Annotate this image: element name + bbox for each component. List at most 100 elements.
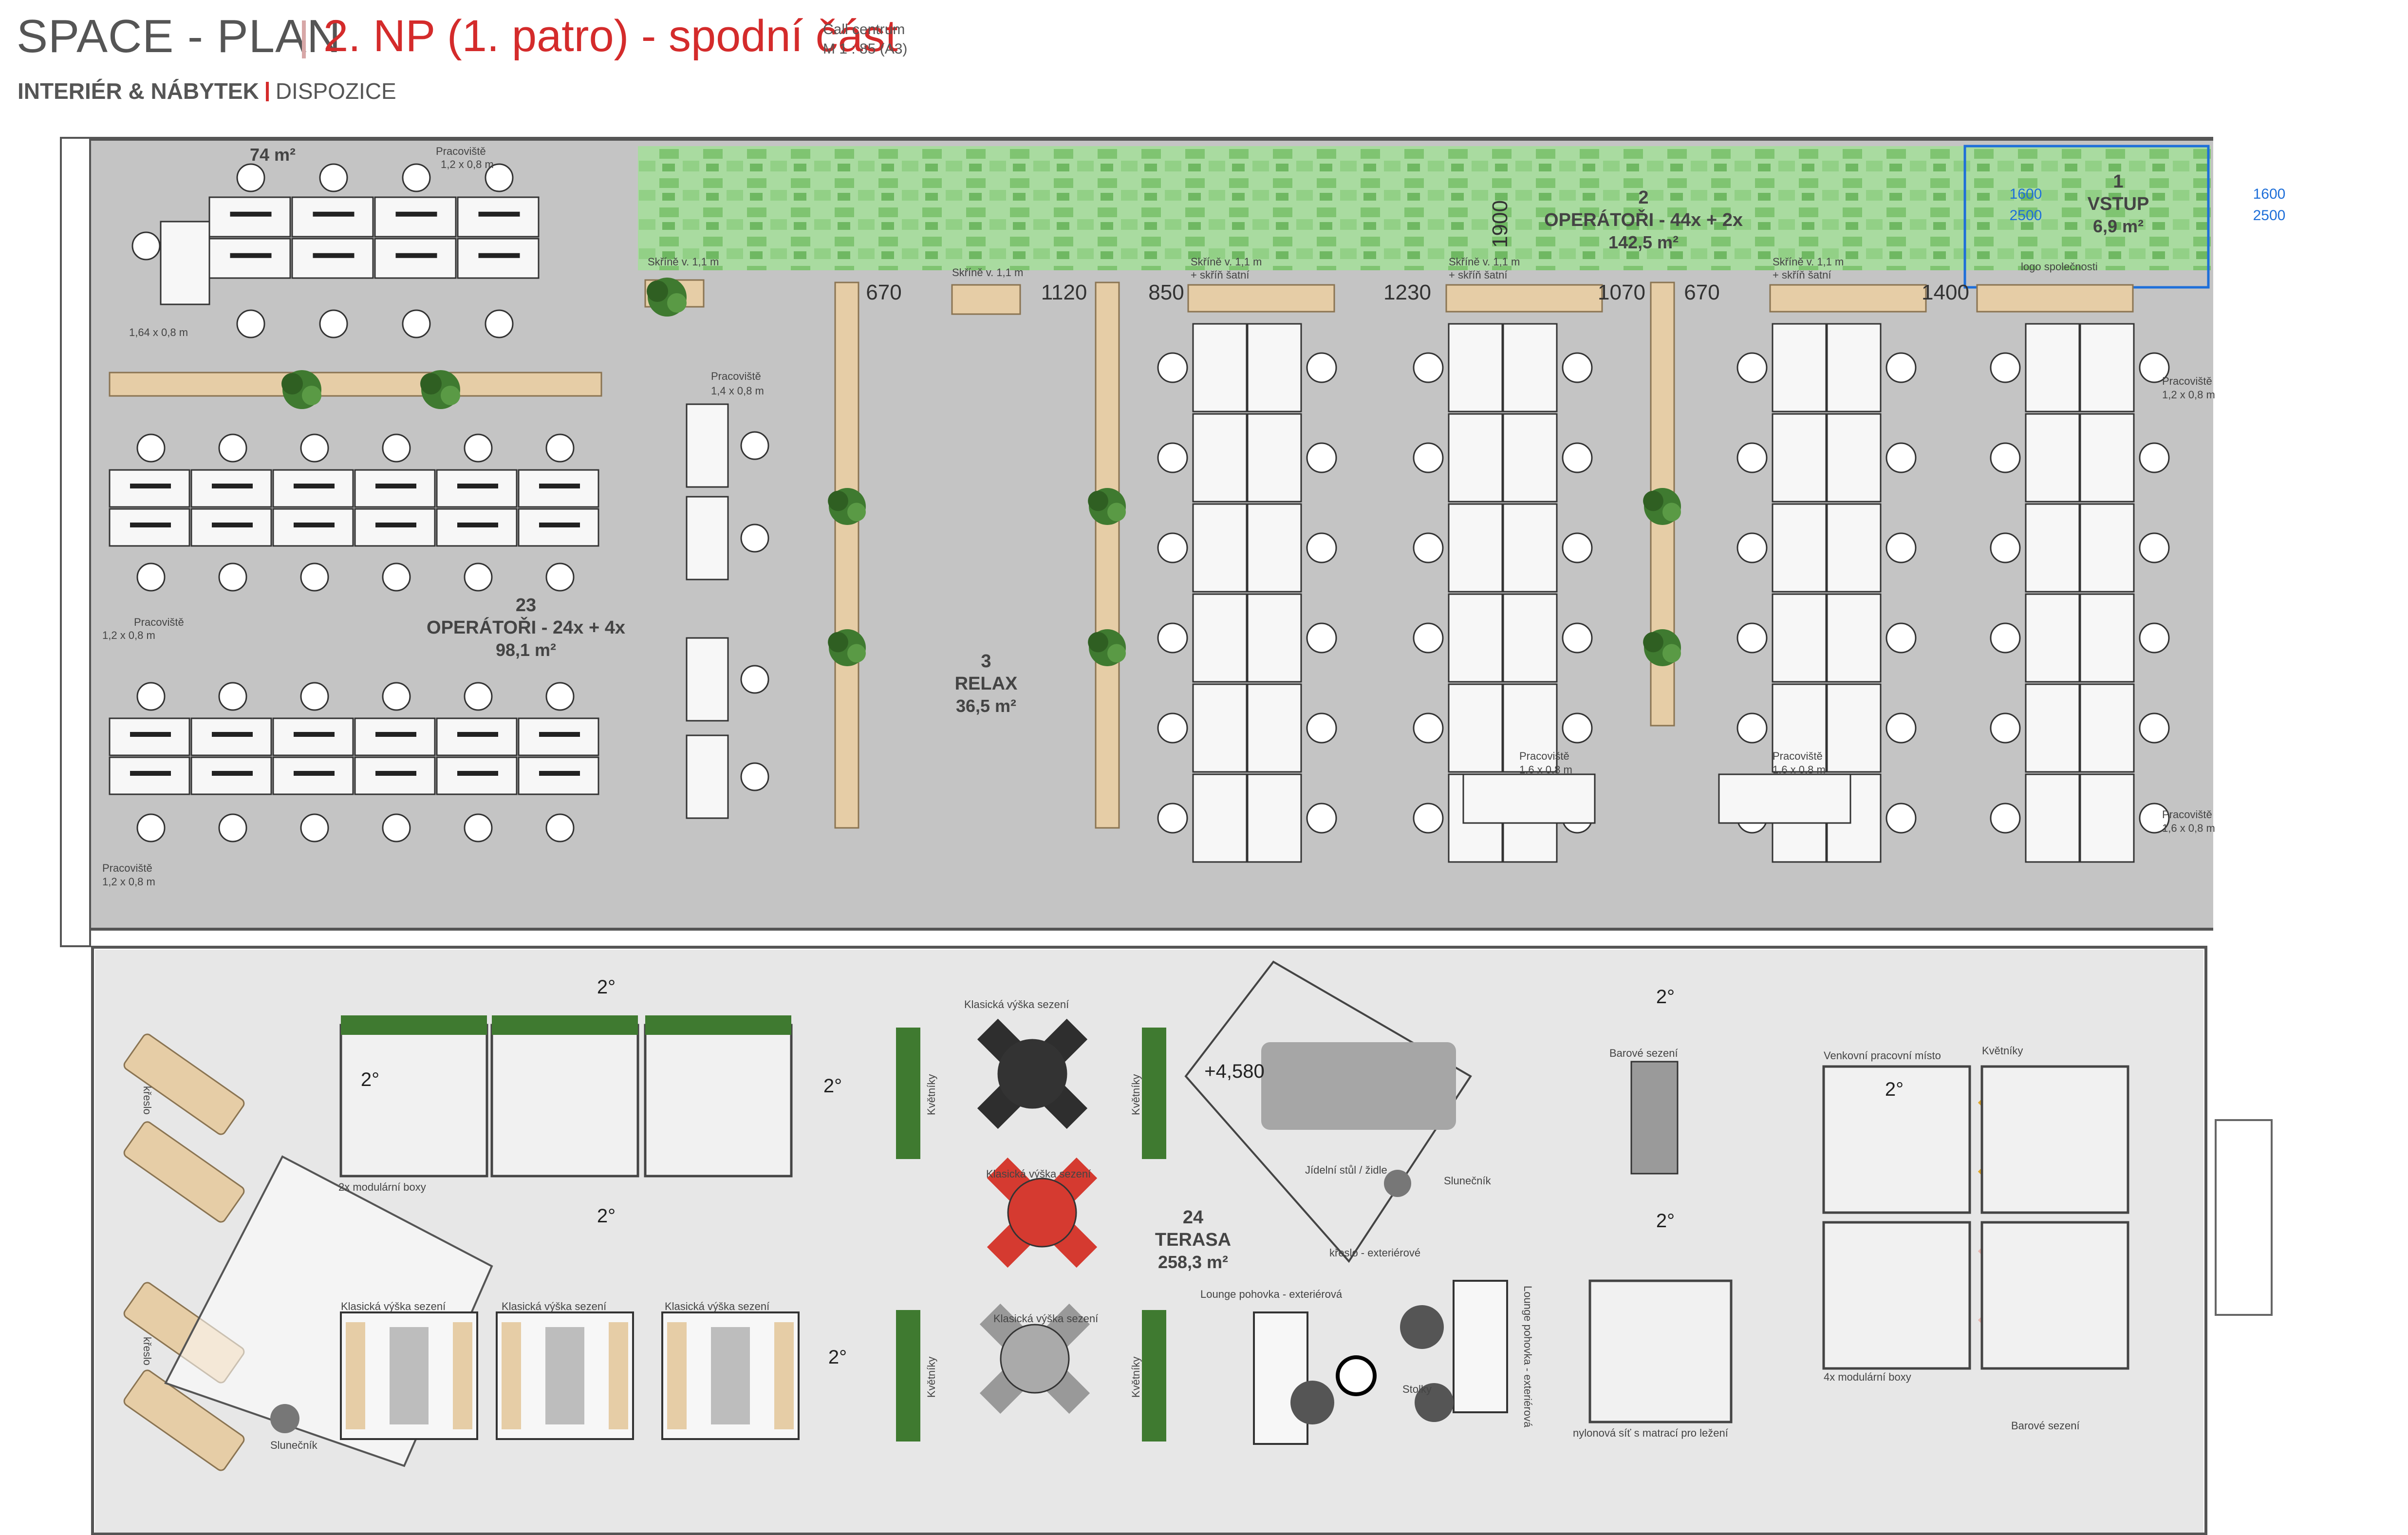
- plan-note-scale: M 1 : 85 (A3): [823, 41, 908, 57]
- plan-title: SPACE - PLAN: [17, 10, 341, 62]
- office-chair: [1990, 622, 2021, 654]
- plant-leaf: [281, 373, 303, 394]
- workstation-desk: [374, 196, 457, 238]
- monitor: [478, 211, 520, 217]
- workstation-desk: [1826, 683, 1882, 773]
- office-chair: [1306, 803, 1337, 834]
- workstation-desk: [374, 238, 457, 279]
- office-chair: [382, 562, 411, 592]
- monitor: [395, 253, 437, 258]
- plant-icon: [1643, 488, 1681, 525]
- pergola-outline: [1184, 960, 1472, 1263]
- office-chair: [1990, 803, 2021, 834]
- planter-strip: [341, 1015, 487, 1035]
- dimension-label: 1230: [1383, 281, 1431, 304]
- workstation-desk: [686, 637, 729, 722]
- monitor: [539, 732, 580, 737]
- bar-seating-label: Barové sezení: [2011, 1420, 2080, 1432]
- plant-leaf: [847, 503, 866, 522]
- modular-box: [490, 1024, 639, 1178]
- booth-bench: [346, 1322, 365, 1429]
- office-chair: [300, 433, 329, 463]
- monitor: [230, 253, 272, 258]
- workstation-desk: [291, 196, 374, 238]
- cabinet-block: [1445, 284, 1603, 313]
- cabinet-label: + skříň šatní: [1191, 269, 1249, 281]
- room-number: 2: [1638, 187, 1648, 208]
- bistro-set: [987, 1157, 1098, 1268]
- workstation-desk: [1826, 593, 1882, 683]
- booth-bench: [609, 1322, 628, 1429]
- outdoor-ws-label: Venkovní pracovní místo: [1824, 1049, 1941, 1062]
- workstation-desk: [190, 508, 272, 547]
- workstation-desk: [1448, 413, 1503, 503]
- office-chair: [1157, 712, 1188, 744]
- workstation-size: 1,4 x 0,8 m: [711, 385, 764, 397]
- workstation-desk: [2079, 503, 2135, 593]
- side-table: [1415, 1383, 1454, 1422]
- workstation-label: Pracoviště: [2162, 375, 2212, 387]
- slope-label: 2°: [1656, 986, 1675, 1008]
- monitor: [457, 771, 498, 776]
- monitor: [375, 732, 416, 737]
- monitor: [212, 732, 253, 737]
- armchair-label: křeslo - exteriérové: [1329, 1247, 1420, 1259]
- cabinet-label: + skříň šatní: [1449, 269, 1507, 281]
- monitor: [375, 484, 416, 488]
- monitor: [130, 523, 171, 527]
- workstation-desk: [457, 238, 540, 279]
- monitor: [375, 523, 416, 527]
- office-chair: [464, 813, 493, 842]
- plant-icon: [828, 488, 866, 525]
- dimension-label: 2500: [2010, 207, 2042, 224]
- office-chair: [1306, 622, 1337, 654]
- cabinet-label: Skříně v. 1,1 m: [648, 256, 719, 268]
- monitor: [230, 211, 272, 217]
- office-chair: [218, 433, 247, 463]
- room-name: TERASA: [1155, 1230, 1231, 1250]
- plant-icon: [1643, 629, 1681, 666]
- workstation-desk: [1247, 683, 1302, 773]
- office-chair: [1306, 442, 1337, 473]
- office-chair: [1562, 352, 1593, 383]
- wood-partition: [834, 281, 859, 829]
- category-rest: DISPOZICE: [275, 78, 396, 104]
- lounger-body: [123, 1121, 245, 1223]
- workstation-desk: [1192, 503, 1248, 593]
- office-chair: [1157, 803, 1188, 834]
- sun-lounger: [123, 1033, 245, 1135]
- bistro-set: [977, 1018, 1088, 1129]
- room-area: 6,9 m²: [2093, 216, 2144, 236]
- room-area: 36,5 m²: [956, 696, 1016, 716]
- room-area: 98,1 m²: [496, 640, 556, 660]
- booth-table: [545, 1327, 584, 1424]
- workstation-desk: [1192, 773, 1248, 863]
- office-chair: [2139, 442, 2170, 473]
- planter-strip: [492, 1015, 638, 1035]
- monitor: [539, 484, 580, 488]
- plant-leaf: [1643, 490, 1663, 511]
- dimension-label: 670: [866, 281, 901, 304]
- room-number: 23: [516, 595, 536, 616]
- office-chair: [1157, 442, 1188, 473]
- plant-leaf: [1662, 503, 1681, 522]
- plant-icon: [281, 370, 321, 409]
- seating-label: Klasická výška sezení: [341, 1300, 446, 1312]
- room-number: 24: [1183, 1207, 1203, 1228]
- room-name: OPERÁTOŘI - 24x + 4x: [427, 617, 625, 638]
- workstation-desk: [1448, 593, 1503, 683]
- planter-label: Květníky: [925, 1357, 937, 1398]
- plan-note-project: Call centrum: [823, 21, 905, 37]
- cabinet-label: Skříně v. 1,1 m: [1773, 256, 1844, 268]
- workstation-desk: [2079, 323, 2135, 412]
- plant-leaf: [441, 386, 460, 405]
- workstation-desk: [1826, 503, 1882, 593]
- office-chair: [319, 163, 348, 192]
- office-chair: [464, 562, 493, 592]
- office-chair: [382, 682, 411, 711]
- logo-label: logo společnosti: [2021, 261, 2098, 273]
- booth-bench: [774, 1322, 794, 1429]
- office-chair: [131, 231, 161, 261]
- cabinet-label: + skříň šatní: [1773, 269, 1831, 281]
